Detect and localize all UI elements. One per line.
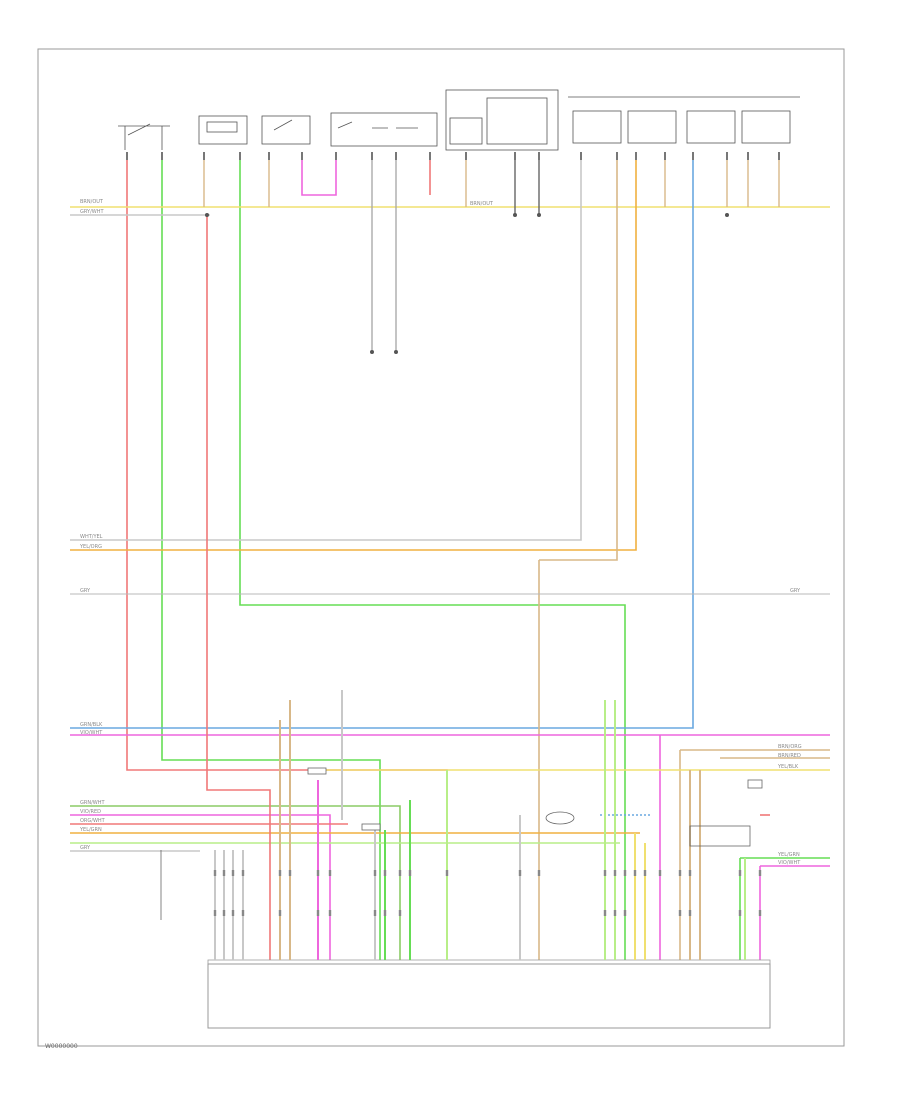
label-wht-yel: WHT/YEL [80, 534, 103, 540]
page-code: W0000000 [45, 1043, 78, 1050]
lower-components [160, 767, 763, 920]
bottom-pins [214, 690, 746, 960]
label-vio-wht-r: VIO/WHT [778, 860, 801, 866]
label-ign-left: GRY/WHT [80, 209, 104, 215]
pin-markers [213, 870, 762, 916]
wire-bottom-bus-1 [70, 805, 401, 960]
label-yel-grn: YEL/GRN [79, 827, 102, 833]
motor-box-6 [741, 110, 791, 144]
label-bat-top: BRN/OUT [470, 201, 494, 207]
label-vio-wht: VIO/WHT [80, 730, 103, 736]
label-yel-blk: YEL/BLK [777, 764, 799, 770]
motor-box-3 [572, 110, 622, 144]
label-yel-org: YEL/ORG [79, 544, 102, 550]
wire-yellow-org [70, 160, 637, 551]
label-vio-red: VIO/RED [80, 809, 101, 815]
wire-green-motor1 [239, 160, 626, 960]
motor-box-1 [198, 115, 248, 145]
label-bat-left: BRN/OUT [80, 199, 104, 205]
bottom-module [207, 959, 771, 1029]
top-components [118, 89, 800, 151]
wire-blue [70, 160, 694, 729]
diagram-frame [37, 48, 845, 1047]
motor-box-5 [686, 110, 736, 144]
label-grn-wht: GRN/WHT [80, 800, 105, 806]
motor-box-4 [627, 110, 677, 144]
top-pin-stubs [126, 152, 780, 160]
wire-pink-jumper [301, 160, 337, 196]
wire-pink-bus [70, 734, 830, 960]
switch-left [118, 123, 170, 150]
wire-layer [70, 160, 830, 960]
label-brn-red: BRN/RED [778, 753, 801, 759]
switch-box-2 [261, 115, 311, 145]
wire-gray-right [70, 160, 582, 541]
module-box [445, 89, 559, 151]
label-gry-left: GRY [80, 588, 91, 594]
wire-red-left [126, 160, 448, 960]
ground-symbols [205, 213, 729, 354]
top-drop-wires [203, 160, 780, 350]
label-gry-right: GRY [790, 588, 801, 594]
label-brn-org: BRN/ORG [778, 744, 802, 750]
label-org-wht: ORG/WHT [80, 818, 106, 824]
label-yel-grn-r: YEL/GRN [777, 852, 800, 858]
pedal-box [330, 112, 438, 147]
wire-tan [538, 160, 618, 960]
label-gry2: GRY [80, 845, 91, 851]
module-outline [207, 963, 771, 1029]
label-grn-blk: GRN/BLK [80, 722, 103, 728]
wire-green-left [161, 160, 381, 960]
